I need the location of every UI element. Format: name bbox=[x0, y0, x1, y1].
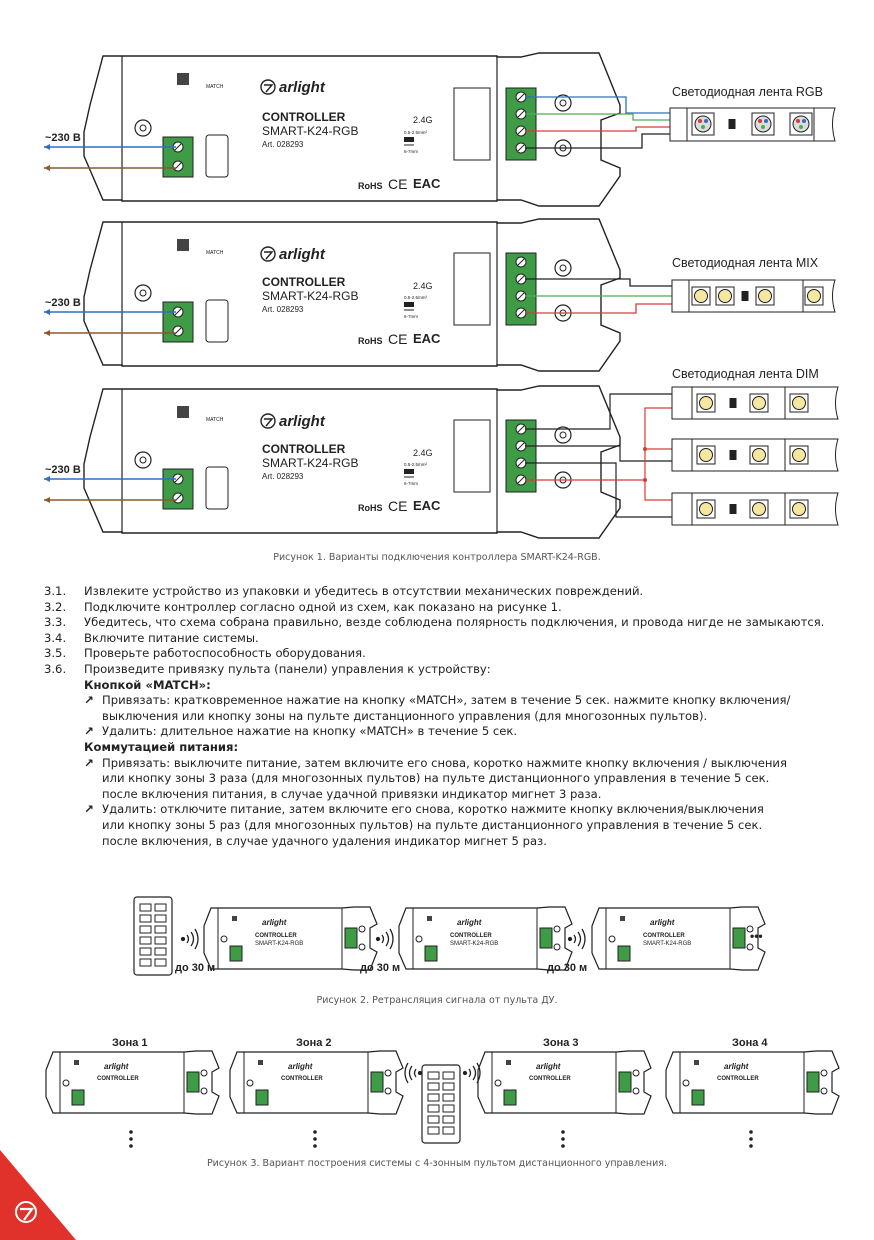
zone-label-1: Зона 1 bbox=[112, 1037, 148, 1049]
brand-logo: arlight bbox=[279, 79, 325, 96]
wire-size-label: 0.5-2.5mm² bbox=[404, 130, 428, 135]
eac-mark: EAC bbox=[413, 331, 441, 346]
ce-mark: CE bbox=[388, 331, 408, 347]
rgb-strip bbox=[669, 107, 836, 142]
zone-label-3: Зона 3 bbox=[543, 1037, 579, 1049]
brand-logo: arlight bbox=[650, 918, 675, 927]
figure2-caption: Рисунок 2. Ретрансляция сигнала от пульт… bbox=[316, 995, 558, 1006]
brand-logo: arlight bbox=[279, 413, 325, 430]
arrow-icon: ↗ bbox=[84, 693, 94, 708]
instruction-list: 3.1.Извлеките устройство из упаковки и у… bbox=[44, 584, 844, 849]
distance-label: до 30 м bbox=[360, 962, 401, 974]
brand-logo: arlight bbox=[262, 918, 287, 927]
controller-unit-3 bbox=[83, 385, 621, 539]
controller-unit-1 bbox=[83, 52, 621, 207]
list-item: 3.4.Включите питание системы. bbox=[44, 630, 259, 645]
arrow-icon: ↗ bbox=[84, 724, 94, 739]
mains-label: ~230 В bbox=[45, 132, 81, 144]
distance-label: до 30 м bbox=[175, 962, 216, 974]
continuation-dots: ••• bbox=[750, 929, 763, 943]
strip-length-label: 6-7mm bbox=[404, 481, 419, 486]
strip-title-dim: Светодиодная лента DIM bbox=[672, 367, 819, 381]
ce-mark: CE bbox=[388, 498, 408, 514]
controller-model: SMART-K24-RGB bbox=[262, 289, 359, 303]
list-item: ↗ Привязать: кратковременное нажатие на … bbox=[84, 693, 791, 723]
list-item: ↗ Привязать: выключите питание, затем вк… bbox=[84, 755, 787, 801]
eac-mark: EAC bbox=[413, 498, 441, 513]
match-label: MATCH bbox=[206, 84, 224, 90]
arrow-icon: ↗ bbox=[84, 802, 94, 817]
freq-label: 2.4G bbox=[413, 281, 433, 291]
controller-title: CONTROLLER bbox=[262, 110, 346, 124]
power-heading: Коммутацией питания: bbox=[84, 739, 239, 754]
rohs-mark: RoHS bbox=[358, 181, 383, 191]
corner-logo-icon bbox=[0, 1150, 76, 1240]
brand-logo: arlight bbox=[536, 1062, 561, 1071]
controller-title: CONTROLLER bbox=[643, 933, 685, 939]
strip-title-mix: Светодиодная лента MIX bbox=[672, 256, 819, 270]
brand-logo: arlight bbox=[724, 1062, 749, 1071]
zone-label-4: Зона 4 bbox=[732, 1037, 768, 1049]
list-item: ↗ Удалить: длительное нажатие на кнопку … bbox=[84, 724, 518, 739]
list-item: 3.1.Извлеките устройство из упаковки и у… bbox=[44, 584, 644, 598]
brand-logo: arlight bbox=[279, 246, 325, 263]
freq-label: 2.4G bbox=[413, 448, 433, 458]
controller-title: CONTROLLER bbox=[255, 933, 297, 939]
arrow-icon: ↗ bbox=[84, 755, 94, 770]
dim-strip-3 bbox=[671, 492, 839, 526]
freq-label: 2.4G bbox=[413, 115, 433, 125]
figure1-diagram bbox=[44, 52, 839, 539]
brand-logo: arlight bbox=[288, 1062, 313, 1071]
figure2-diagram bbox=[133, 896, 766, 976]
match-heading: Кнопкой «MATCH»: bbox=[84, 677, 211, 692]
controller-model: SMART-K24-RGB bbox=[643, 941, 692, 947]
distance-label: до 30 м bbox=[547, 962, 588, 974]
zone-label-2: Зона 2 bbox=[296, 1037, 332, 1049]
match-label: MATCH bbox=[206, 417, 224, 423]
dim-strip-2 bbox=[671, 438, 839, 472]
mains-label: ~230 В bbox=[45, 464, 81, 476]
list-item: 3.5.Проверьте работоспособность оборудов… bbox=[44, 646, 366, 661]
controller-title: CONTROLLER bbox=[450, 933, 492, 939]
rohs-mark: RoHS bbox=[358, 336, 383, 346]
match-label: MATCH bbox=[206, 250, 224, 256]
strip-length-label: 6-7mm bbox=[404, 314, 419, 319]
brand-logo: arlight bbox=[457, 918, 482, 927]
controller-model: SMART-K24-RGB bbox=[262, 124, 359, 138]
list-item: 3.3.Убедитесь, что схема собрана правиль… bbox=[44, 615, 825, 630]
rohs-mark: RoHS bbox=[358, 503, 383, 513]
controller-title: CONTROLLER bbox=[529, 1076, 571, 1082]
ce-mark: CE bbox=[388, 176, 408, 192]
strip-length-label: 6-7mm bbox=[404, 149, 419, 154]
brand-logo: arlight bbox=[104, 1062, 129, 1071]
figure3-diagram bbox=[45, 1050, 840, 1148]
controller-title: CONTROLLER bbox=[262, 275, 346, 289]
strip-title-rgb: Светодиодная лента RGB bbox=[672, 85, 823, 99]
controller-model: SMART-K24-RGB bbox=[262, 456, 359, 470]
list-item: 3.6.Произведите привязку пульта (панели)… bbox=[44, 661, 491, 676]
controller-title: CONTROLLER bbox=[262, 442, 346, 456]
controller-title: CONTROLLER bbox=[281, 1076, 323, 1082]
controller-art: Art. 028293 bbox=[262, 140, 304, 149]
controller-model: SMART-K24-RGB bbox=[450, 941, 499, 947]
mix-strip bbox=[671, 279, 836, 313]
controller-art: Art. 028293 bbox=[262, 472, 304, 481]
figure3-caption: Рисунок 3. Вариант построения системы с … bbox=[206, 1158, 668, 1169]
controller-art: Art. 028293 bbox=[262, 305, 304, 314]
figure1-caption: Рисунок 1. Варианты подключения контролл… bbox=[273, 552, 601, 563]
mains-label: ~230 В bbox=[45, 297, 81, 309]
dim-strip-1 bbox=[671, 386, 839, 420]
list-item: 3.2.Подключите контроллер согласно одной… bbox=[44, 599, 562, 614]
controller-title: CONTROLLER bbox=[717, 1076, 759, 1082]
list-item: ↗ Удалить: отключите питание, затем вклю… bbox=[84, 802, 764, 848]
eac-mark: EAC bbox=[413, 176, 441, 191]
controller-model: SMART-K24-RGB bbox=[255, 941, 304, 947]
arlight-logo-icon bbox=[260, 79, 276, 429]
wire-size-label: 0.5-2.5mm² bbox=[404, 295, 428, 300]
wire-size-label: 0.5-2.5mm² bbox=[404, 462, 428, 467]
controller-title: CONTROLLER bbox=[97, 1076, 139, 1082]
